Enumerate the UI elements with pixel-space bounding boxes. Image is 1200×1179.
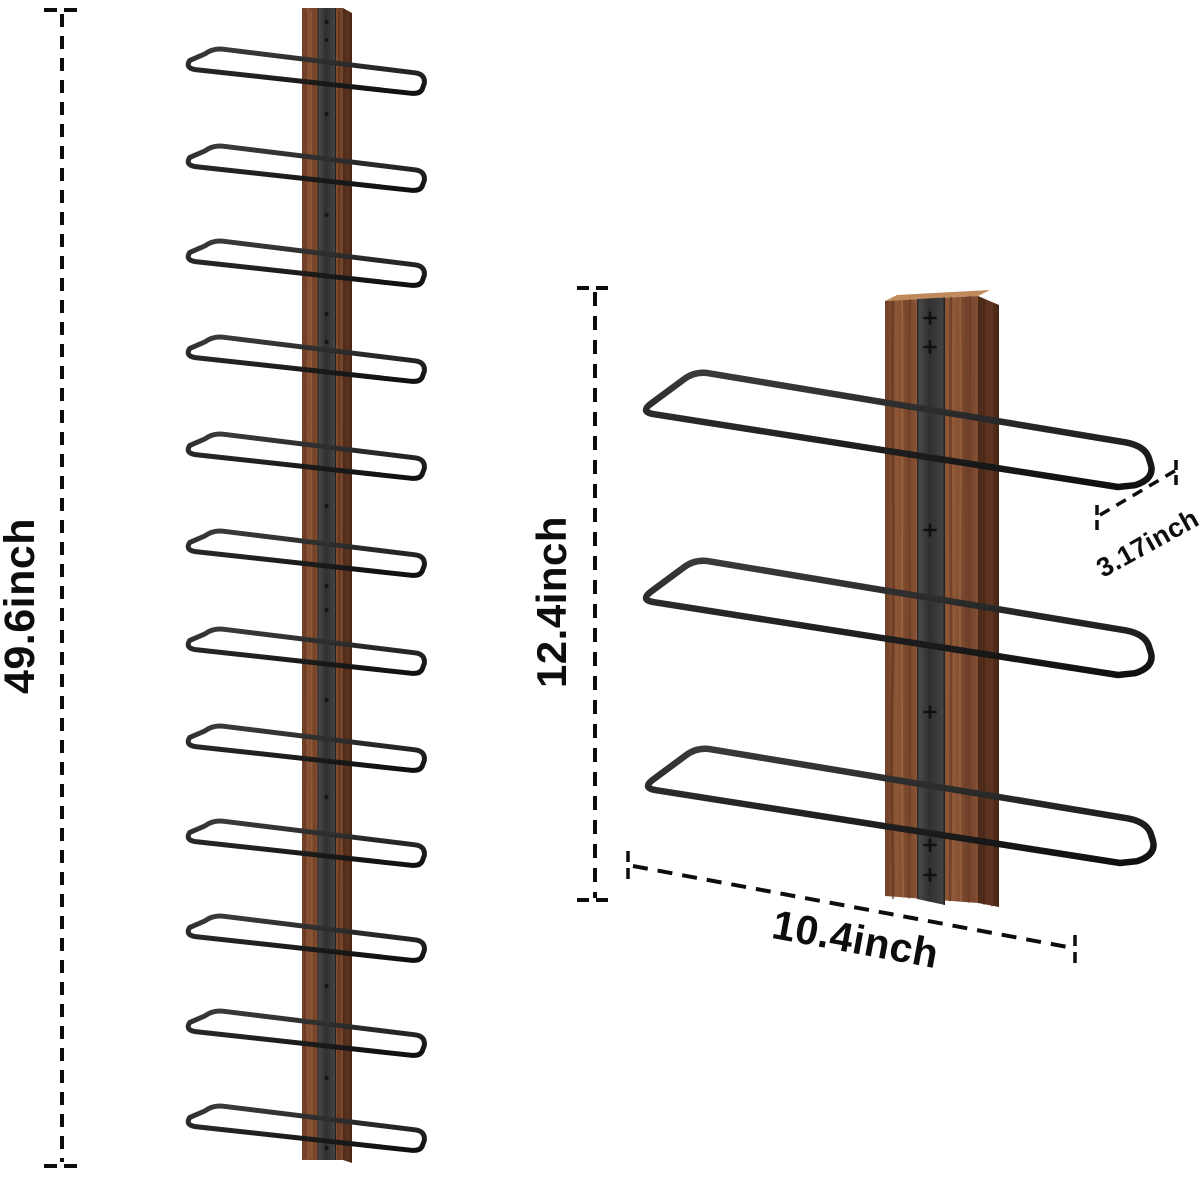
right-height-label: 12.4inch — [528, 516, 575, 688]
left-height-dimension: 49.6inch — [0, 8, 82, 1168]
left-height-label: 49.6inch — [0, 518, 44, 694]
right-rack — [646, 290, 1154, 907]
left-strip-screws — [324, 19, 329, 1151]
right-plank-side-grain — [983, 299, 993, 907]
right-plank-top-face — [885, 290, 990, 301]
left-plank-side-face — [343, 8, 352, 1163]
depth-dashed-line — [1099, 467, 1179, 517]
width-dimension: 10.4inch — [626, 851, 1077, 977]
width-label: 10.4inch — [769, 901, 943, 977]
right-height-dimension: 12.4inch — [528, 286, 613, 902]
right-plank-side-face — [978, 296, 999, 907]
depth-label: 3.17inch — [1091, 503, 1200, 584]
left-rack — [188, 8, 424, 1163]
